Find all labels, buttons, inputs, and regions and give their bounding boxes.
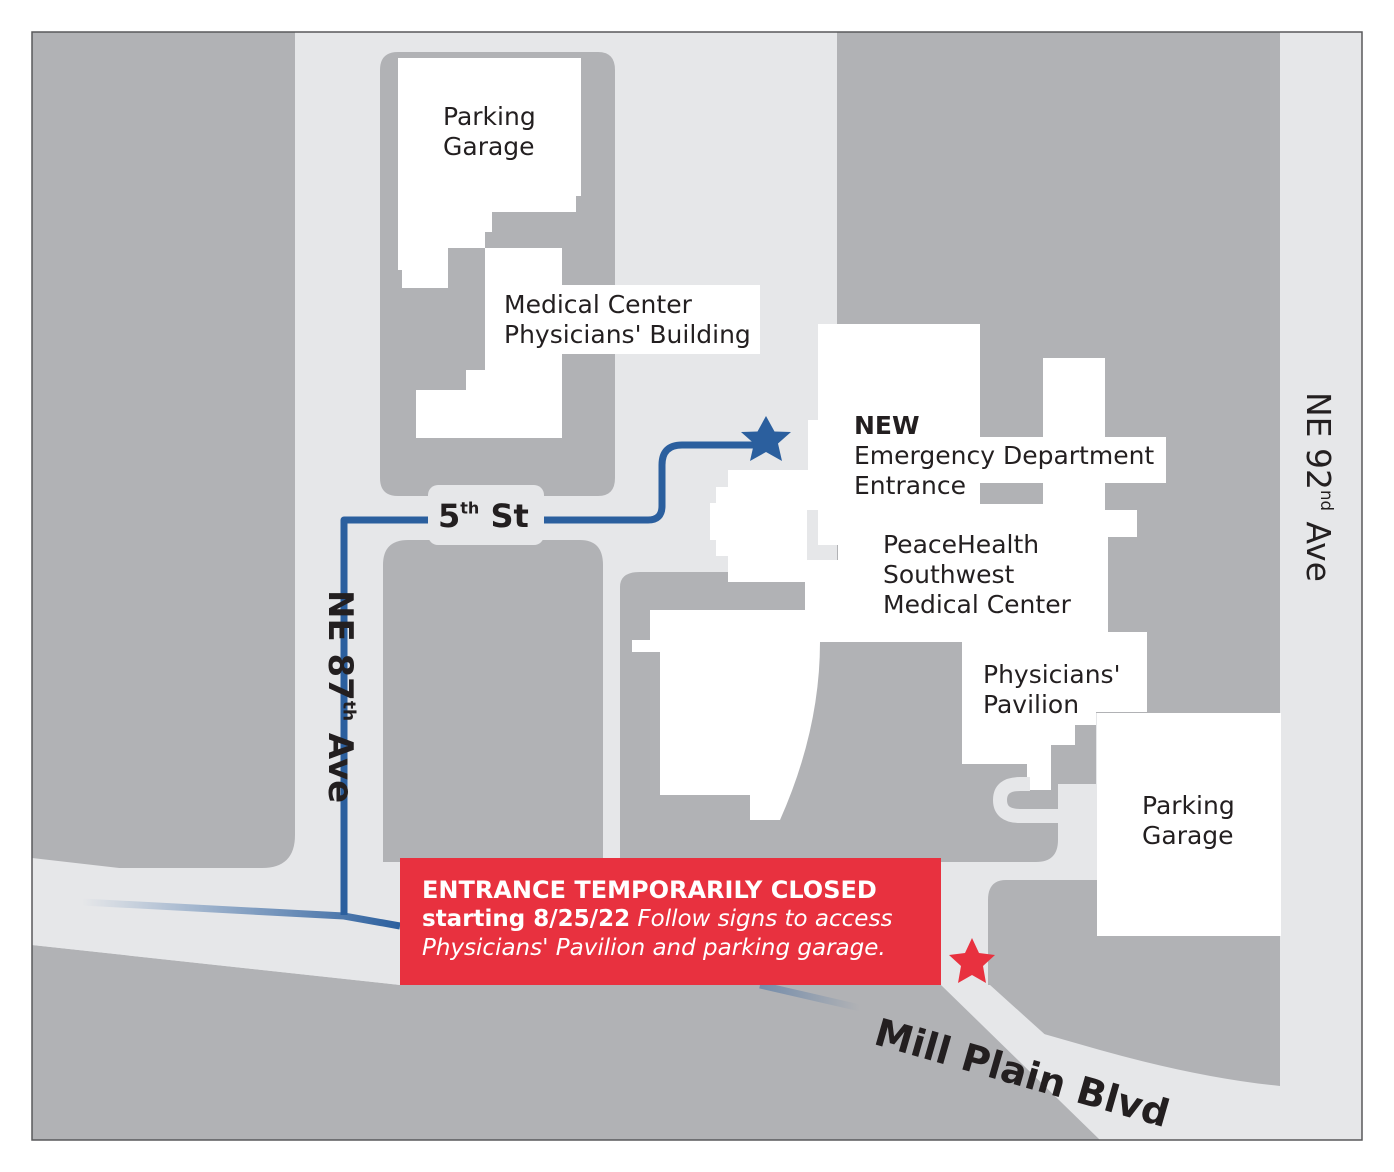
- building-physicians-building-label-panel: [562, 285, 760, 354]
- street-sup: nd: [1317, 490, 1337, 511]
- street-num: NE 87: [320, 590, 360, 701]
- fifth-st-label-pill: [428, 485, 544, 545]
- street-sup: th: [460, 498, 480, 518]
- label-peacehealth: PeaceHealth Southwest Medical Center: [883, 530, 1071, 620]
- label-physicians-building: Medical Center Physicians' Building: [504, 290, 751, 350]
- route-line-mill-plain-east: [759, 981, 861, 1012]
- label-line: Garage: [1142, 821, 1234, 850]
- street-name: Ave: [320, 732, 360, 804]
- label-line: Pavilion: [983, 690, 1080, 719]
- label-line: Physicians': [983, 660, 1121, 689]
- street-sup: th: [338, 700, 359, 722]
- label-line: Medical Center: [504, 290, 692, 319]
- label-line: Parking: [1142, 791, 1235, 820]
- notice-line-2: starting 8/25/22 Follow signs to access: [422, 905, 931, 934]
- map-frame: [31, 31, 1363, 1141]
- label-ed-entrance: NEW Emergency Department Entrance: [854, 411, 1154, 501]
- notice-line-3: Physicians' Pavilion and parking garage.: [422, 935, 886, 961]
- street-num: 5: [438, 497, 461, 535]
- notice-heading: ENTRANCE TEMPORARILY CLOSED: [422, 876, 877, 904]
- route-line-mill-plain-west: [81, 898, 401, 930]
- block-central-west: [383, 540, 603, 862]
- dropoff-loop: [992, 777, 1058, 823]
- label-line: PeaceHealth: [883, 530, 1040, 559]
- label-parking-garage-north: Parking Garage: [443, 102, 536, 162]
- street-label-fifth-st: 5th St: [438, 497, 529, 535]
- label-line: Emergency Department: [854, 441, 1155, 470]
- route-line-fifth-st: [340, 441, 760, 915]
- hospital-courtyard: [980, 484, 1043, 504]
- label-new: NEW: [854, 411, 920, 440]
- label-line: Parking: [443, 102, 536, 131]
- red-star-icon: [949, 938, 995, 983]
- building-physicians-building: [416, 248, 562, 438]
- building-hospital-main: [632, 324, 1147, 820]
- street-num: NE 92: [1299, 392, 1338, 491]
- road-mill-plain-east: [941, 985, 1162, 1140]
- block-northwest: [32, 32, 295, 868]
- entrance-closed-notice: ENTRANCE TEMPORARILY CLOSED starting 8/2…: [400, 858, 941, 985]
- building-parking-garage-east: [1097, 713, 1281, 936]
- building-hospital-west-wing: [710, 470, 807, 582]
- label-line: Southwest: [883, 560, 1015, 589]
- street-name: Ave: [1299, 521, 1338, 582]
- block-south: [32, 945, 1160, 1140]
- label-line: Garage: [443, 132, 535, 161]
- street-label-ne-92nd: NE 92nd Ave: [1298, 392, 1338, 582]
- notice-start-date: starting 8/25/22: [422, 906, 631, 932]
- notice-follow-text: Follow signs to access: [637, 906, 893, 932]
- label-line: Entrance: [854, 471, 967, 500]
- label-physicians-pavilion: Physicians' Pavilion: [983, 660, 1120, 720]
- building-ed-label-panel: [842, 437, 1166, 483]
- building-parking-garage-north: [398, 58, 581, 288]
- street-name: St: [490, 497, 529, 535]
- street-label-ne-87th: NE 87th Ave: [320, 590, 360, 803]
- label-parking-garage-east: Parking Garage: [1142, 791, 1235, 851]
- label-line: Physicians' Building: [504, 320, 751, 349]
- road-mill-plain: [32, 858, 400, 985]
- label-line: Medical Center: [883, 590, 1071, 619]
- blue-star-icon: [741, 416, 791, 461]
